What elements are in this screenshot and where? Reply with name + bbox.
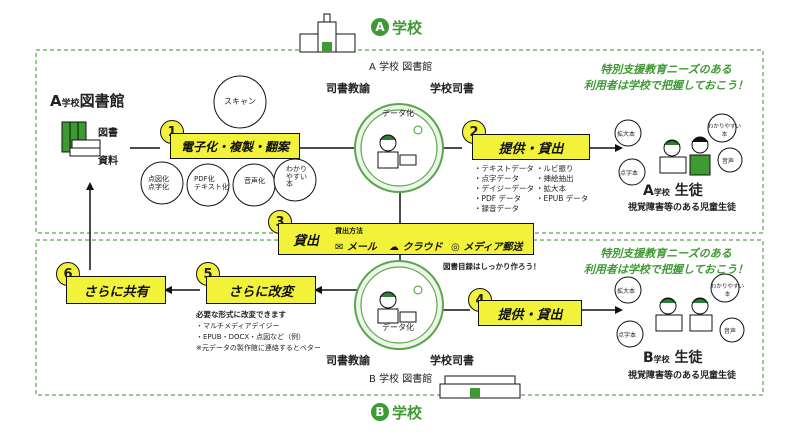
mail-icon: ✉ <box>335 242 344 253</box>
step3-label: 貸出 <box>293 233 320 249</box>
method-mail: ✉ メール <box>335 242 377 253</box>
student-a-desc: 視覚障害等のある児童生徒 <box>628 203 737 213</box>
scan-bubble-label: スキャン <box>224 97 256 106</box>
step5-note-title: 必要な形式に改変できます <box>196 310 286 319</box>
step3-box: 貸出 貸出方法 ✉ メール ☁ クラウド ◎ メディア郵送 <box>278 223 534 255</box>
braille-bubble-label: 点図化 点字化 <box>148 175 169 191</box>
library-bottom-label: B 学校 図書館 <box>369 374 433 385</box>
large-print-label-b: 拡大本 <box>617 288 636 295</box>
materials-line2: 資料 <box>98 156 118 167</box>
school-librarian-bottom: 学校司書 <box>430 354 474 367</box>
student-a-label: A学校 生徒 <box>643 183 703 199</box>
easy-book-label-a: わかりやすい 本 <box>708 124 742 138</box>
books-icon <box>61 121 101 157</box>
teacher-librarian-bottom: 司書教諭 <box>326 354 370 367</box>
school-b-badge: B <box>371 403 389 421</box>
step5-box: さらに改変 <box>206 276 316 304</box>
audio-bubble-label: 音声化 <box>244 177 265 185</box>
formats-col1: ・テキストデータ・点字データ・デイジーデータ・PDF データ・録音データ <box>474 164 534 213</box>
step6-box: さらに共有 <box>66 276 166 304</box>
braille-book-label-b: 点字本 <box>618 332 637 339</box>
student-b-label: B学校 生徒 <box>643 350 703 366</box>
school-a-label: 学校 <box>392 19 423 37</box>
method-post: ◎ メディア郵送 <box>451 242 523 253</box>
formats-col2: ・ルビ振り・挿絵抽出・拡大本・EPUB データ <box>536 164 589 203</box>
audio-label-b: 音声 <box>724 328 737 335</box>
school-b-building-icon <box>439 375 521 399</box>
student-b-desc: 視覚障害等のある児童生徒 <box>628 371 737 381</box>
braille-book-label-a: 点字本 <box>620 170 639 177</box>
disc-icon: ◎ <box>451 242 460 253</box>
school-a-building-icon <box>299 13 356 53</box>
catalog-note: 図書目録はしっかり作ろう！ <box>443 262 541 271</box>
school-a-badge: A <box>371 18 389 36</box>
school-librarian-top: 学校司書 <box>430 82 474 95</box>
pdf-bubble-label: PDF化 テキスト化 <box>194 175 229 191</box>
materials-line1: 図書 <box>98 128 118 139</box>
digitize-label-a: データ化 <box>382 109 414 118</box>
audio-label-a: 音声 <box>722 158 735 165</box>
easy-bubble-label: わかり やすい 本 <box>286 165 307 189</box>
scan-bubble <box>213 75 267 129</box>
librarian-figure-b <box>377 285 423 324</box>
librarian-figure-a <box>377 125 423 169</box>
step5-note-items: ・マルチメディアデイジー・EPUB・DOCX・点図など（例）※元データの製作館に… <box>196 322 321 352</box>
large-print-label-a: 拡大本 <box>617 131 636 138</box>
library-a-label: A学校図書館 <box>50 92 125 110</box>
digitize-label-b: データ化 <box>382 323 414 332</box>
library-top-label: A 学校 図書館 <box>369 62 433 73</box>
school-b-label: 学校 <box>392 404 423 422</box>
method-cloud: ☁ クラウド <box>389 242 443 253</box>
step4-box: 提供・貸出 <box>478 300 582 326</box>
cloud-icon: ☁ <box>389 242 399 253</box>
step2-box: 提供・貸出 <box>472 134 590 160</box>
easy-book-label-b: わかりやすい 本 <box>711 284 745 298</box>
needs-note-a: 特別支援教育ニーズのある 利用者は学校で把握しておこう！ <box>583 63 749 92</box>
needs-note-b: 特別支援教育ニーズのある 利用者は学校で把握しておこう！ <box>583 247 749 276</box>
method-label: 貸出方法 <box>335 227 363 235</box>
teacher-librarian-top: 司書教諭 <box>326 82 370 95</box>
step1-box: 電子化・複製・翻案 <box>170 133 300 159</box>
